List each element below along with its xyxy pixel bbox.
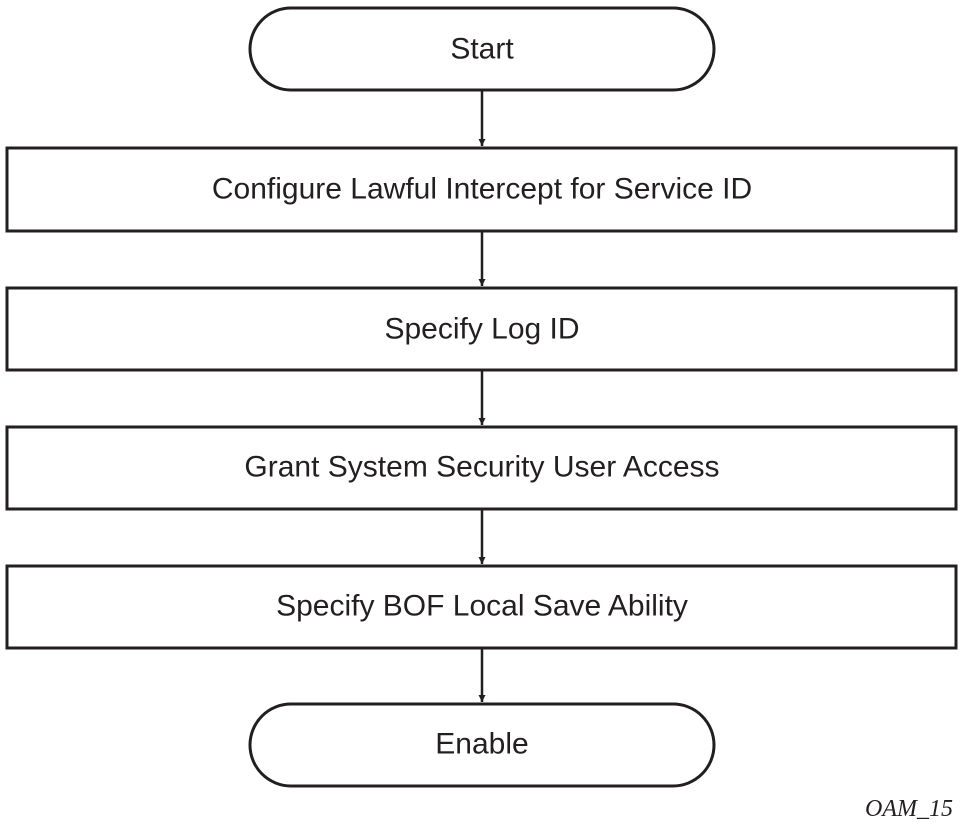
specify-bof-save-box <box>5 564 958 650</box>
specify-log-id-step: Specify Log ID <box>5 286 958 372</box>
specify-bof-save-step: Specify BOF Local Save Ability <box>5 564 958 650</box>
specify-log-id-box <box>5 286 958 372</box>
enable-terminal: Enable <box>248 702 716 788</box>
grant-security-access-label: Grant System Security User Access <box>244 451 719 484</box>
grant-security-access-step: Grant System Security User Access <box>5 425 958 511</box>
start-terminal: Start <box>248 6 716 92</box>
start-terminal-shape <box>248 6 716 92</box>
enable-terminal-shape <box>248 702 716 788</box>
figure-id: OAM_15 <box>865 796 953 822</box>
start-label: Start <box>450 33 514 66</box>
configure-lawful-intercept-label: Configure Lawful Intercept for Service I… <box>212 173 752 206</box>
specify-log-id-label: Specify Log ID <box>384 313 579 346</box>
configure-lawful-intercept-step: Configure Lawful Intercept for Service I… <box>5 146 958 233</box>
grant-security-access-box <box>5 425 958 511</box>
configure-lawful-intercept-box <box>5 146 958 233</box>
enable-label: Enable <box>435 728 528 761</box>
specify-bof-save-label: Specify BOF Local Save Ability <box>276 590 688 623</box>
